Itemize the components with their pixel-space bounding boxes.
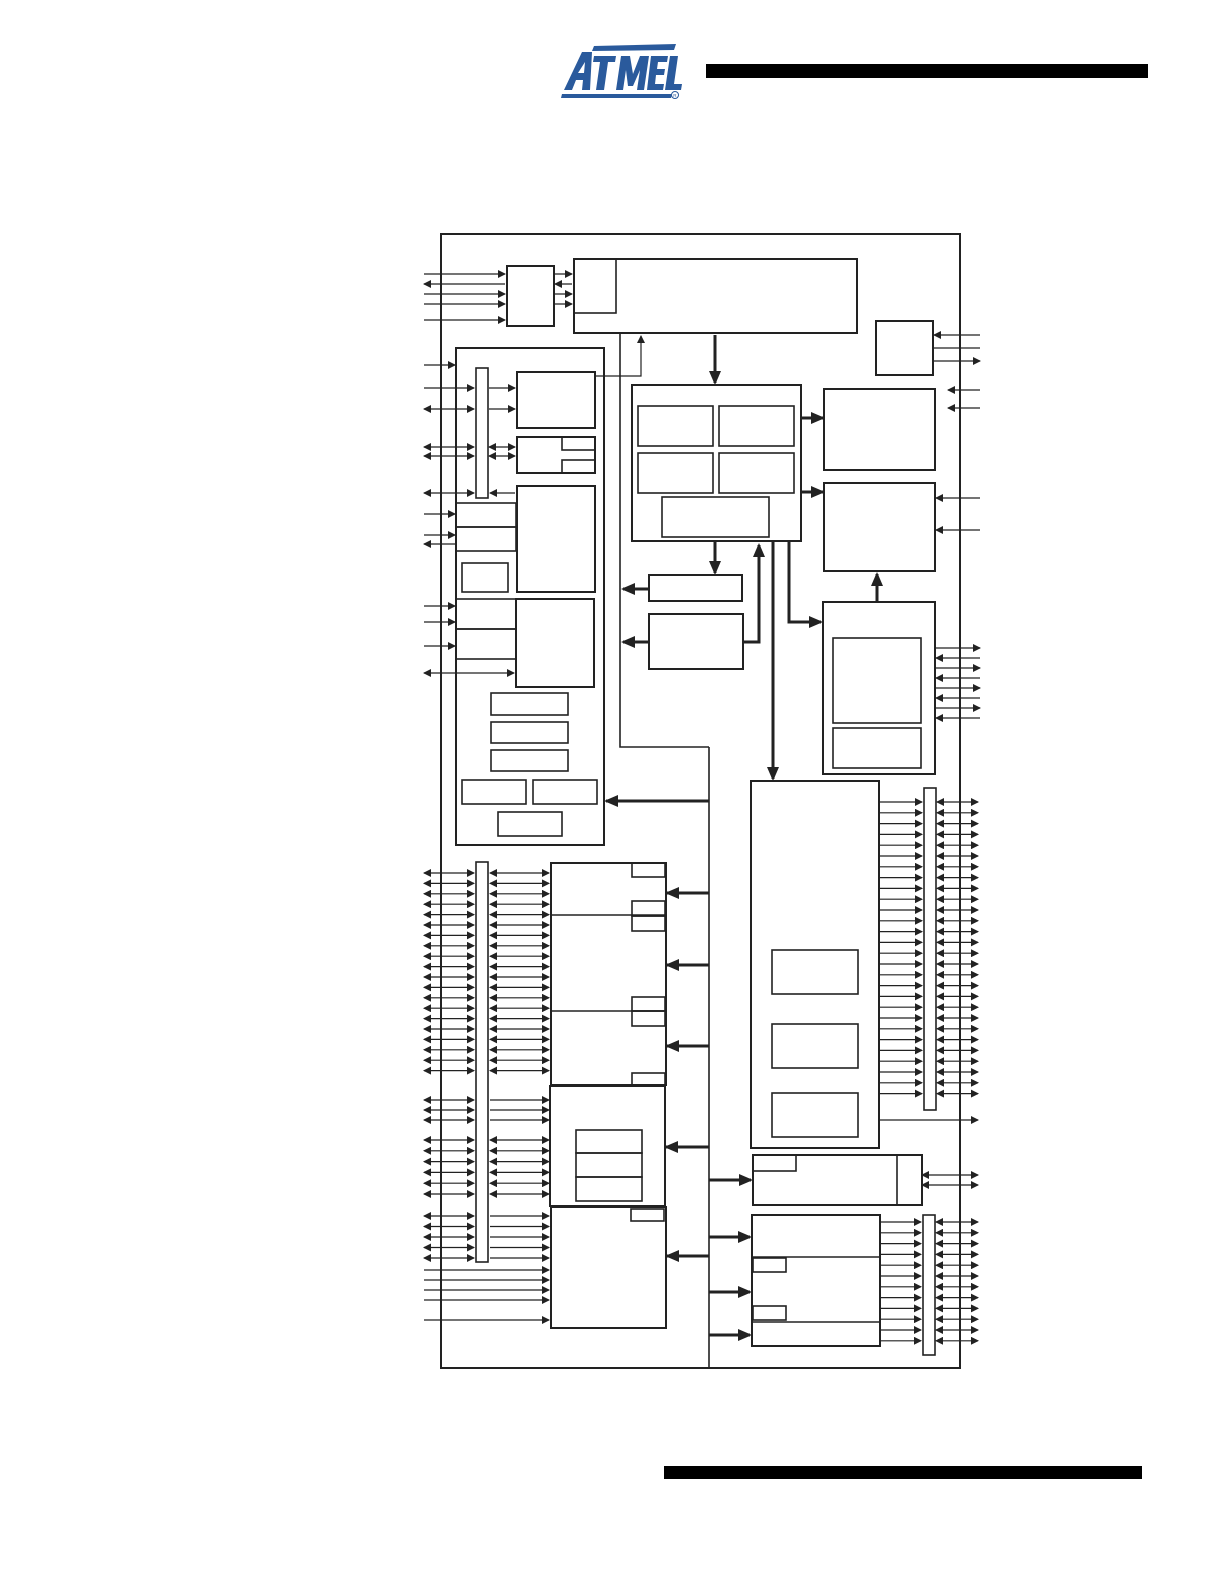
processor-block xyxy=(573,258,858,334)
mc-out-2 xyxy=(648,613,744,670)
sys-block-3 xyxy=(516,485,596,593)
mc-sub-1 xyxy=(637,405,714,447)
pb-sub-3 xyxy=(771,1092,859,1138)
processor-sub-block xyxy=(573,258,617,314)
clock-block xyxy=(875,320,934,376)
mc-out-1 xyxy=(648,574,743,602)
pio-block-a xyxy=(550,862,667,1086)
signal-lines xyxy=(423,270,981,1345)
sys-block-2b xyxy=(561,459,596,474)
pio-b-sub-3 xyxy=(575,1176,643,1202)
sys-block-3b xyxy=(455,526,517,552)
pio-block-b xyxy=(549,1085,666,1207)
system-controller xyxy=(455,347,605,846)
mc-sub-3 xyxy=(637,452,714,494)
sram-block xyxy=(823,388,936,471)
pio-c-tag xyxy=(630,1208,665,1222)
sys-block-9 xyxy=(532,779,598,805)
memory-controller xyxy=(631,384,802,542)
rom-block xyxy=(823,482,936,572)
right-block-a1 xyxy=(752,1154,797,1172)
pio-a-tag-3 xyxy=(631,915,666,932)
sys-block-5 xyxy=(490,692,569,716)
sys-block-4b xyxy=(455,628,517,660)
right-bus-bar-1 xyxy=(923,787,937,1111)
ebi-sub-2 xyxy=(832,727,922,769)
sys-bus-bar xyxy=(475,367,489,499)
pio-block-c xyxy=(550,1206,667,1329)
ebi-sub-1 xyxy=(832,637,922,724)
pio-a-tag-1 xyxy=(631,862,666,878)
pio-a-tag-5 xyxy=(631,1010,666,1027)
sys-block-2a xyxy=(561,436,596,451)
ebi-block xyxy=(822,601,936,775)
pb-sub-2 xyxy=(771,1023,859,1069)
sys-block-1 xyxy=(516,371,596,429)
mc-sub-4 xyxy=(718,452,795,494)
mc-sub-5 xyxy=(661,496,770,538)
pb-sub-1 xyxy=(771,949,859,995)
footer-rule xyxy=(664,1466,1142,1479)
sys-block-2 xyxy=(516,436,596,474)
sys-block-6 xyxy=(490,721,569,744)
sys-block-8 xyxy=(461,779,527,805)
left-bus-bar xyxy=(475,861,489,1263)
sys-block-3c xyxy=(461,562,509,593)
atmel-logo-icon: R xyxy=(561,44,682,99)
right-block-b1 xyxy=(752,1257,787,1273)
mc-sub-2 xyxy=(718,405,795,447)
sys-block-4 xyxy=(515,598,595,688)
sys-block-10 xyxy=(497,811,563,837)
right-block-a2 xyxy=(896,1154,923,1206)
right-block-b xyxy=(751,1214,881,1347)
svg-text:R: R xyxy=(673,93,677,98)
sys-block-7 xyxy=(490,749,569,772)
right-block-b2 xyxy=(752,1305,787,1321)
header-rule xyxy=(706,64,1148,78)
jtag-block xyxy=(506,265,555,327)
